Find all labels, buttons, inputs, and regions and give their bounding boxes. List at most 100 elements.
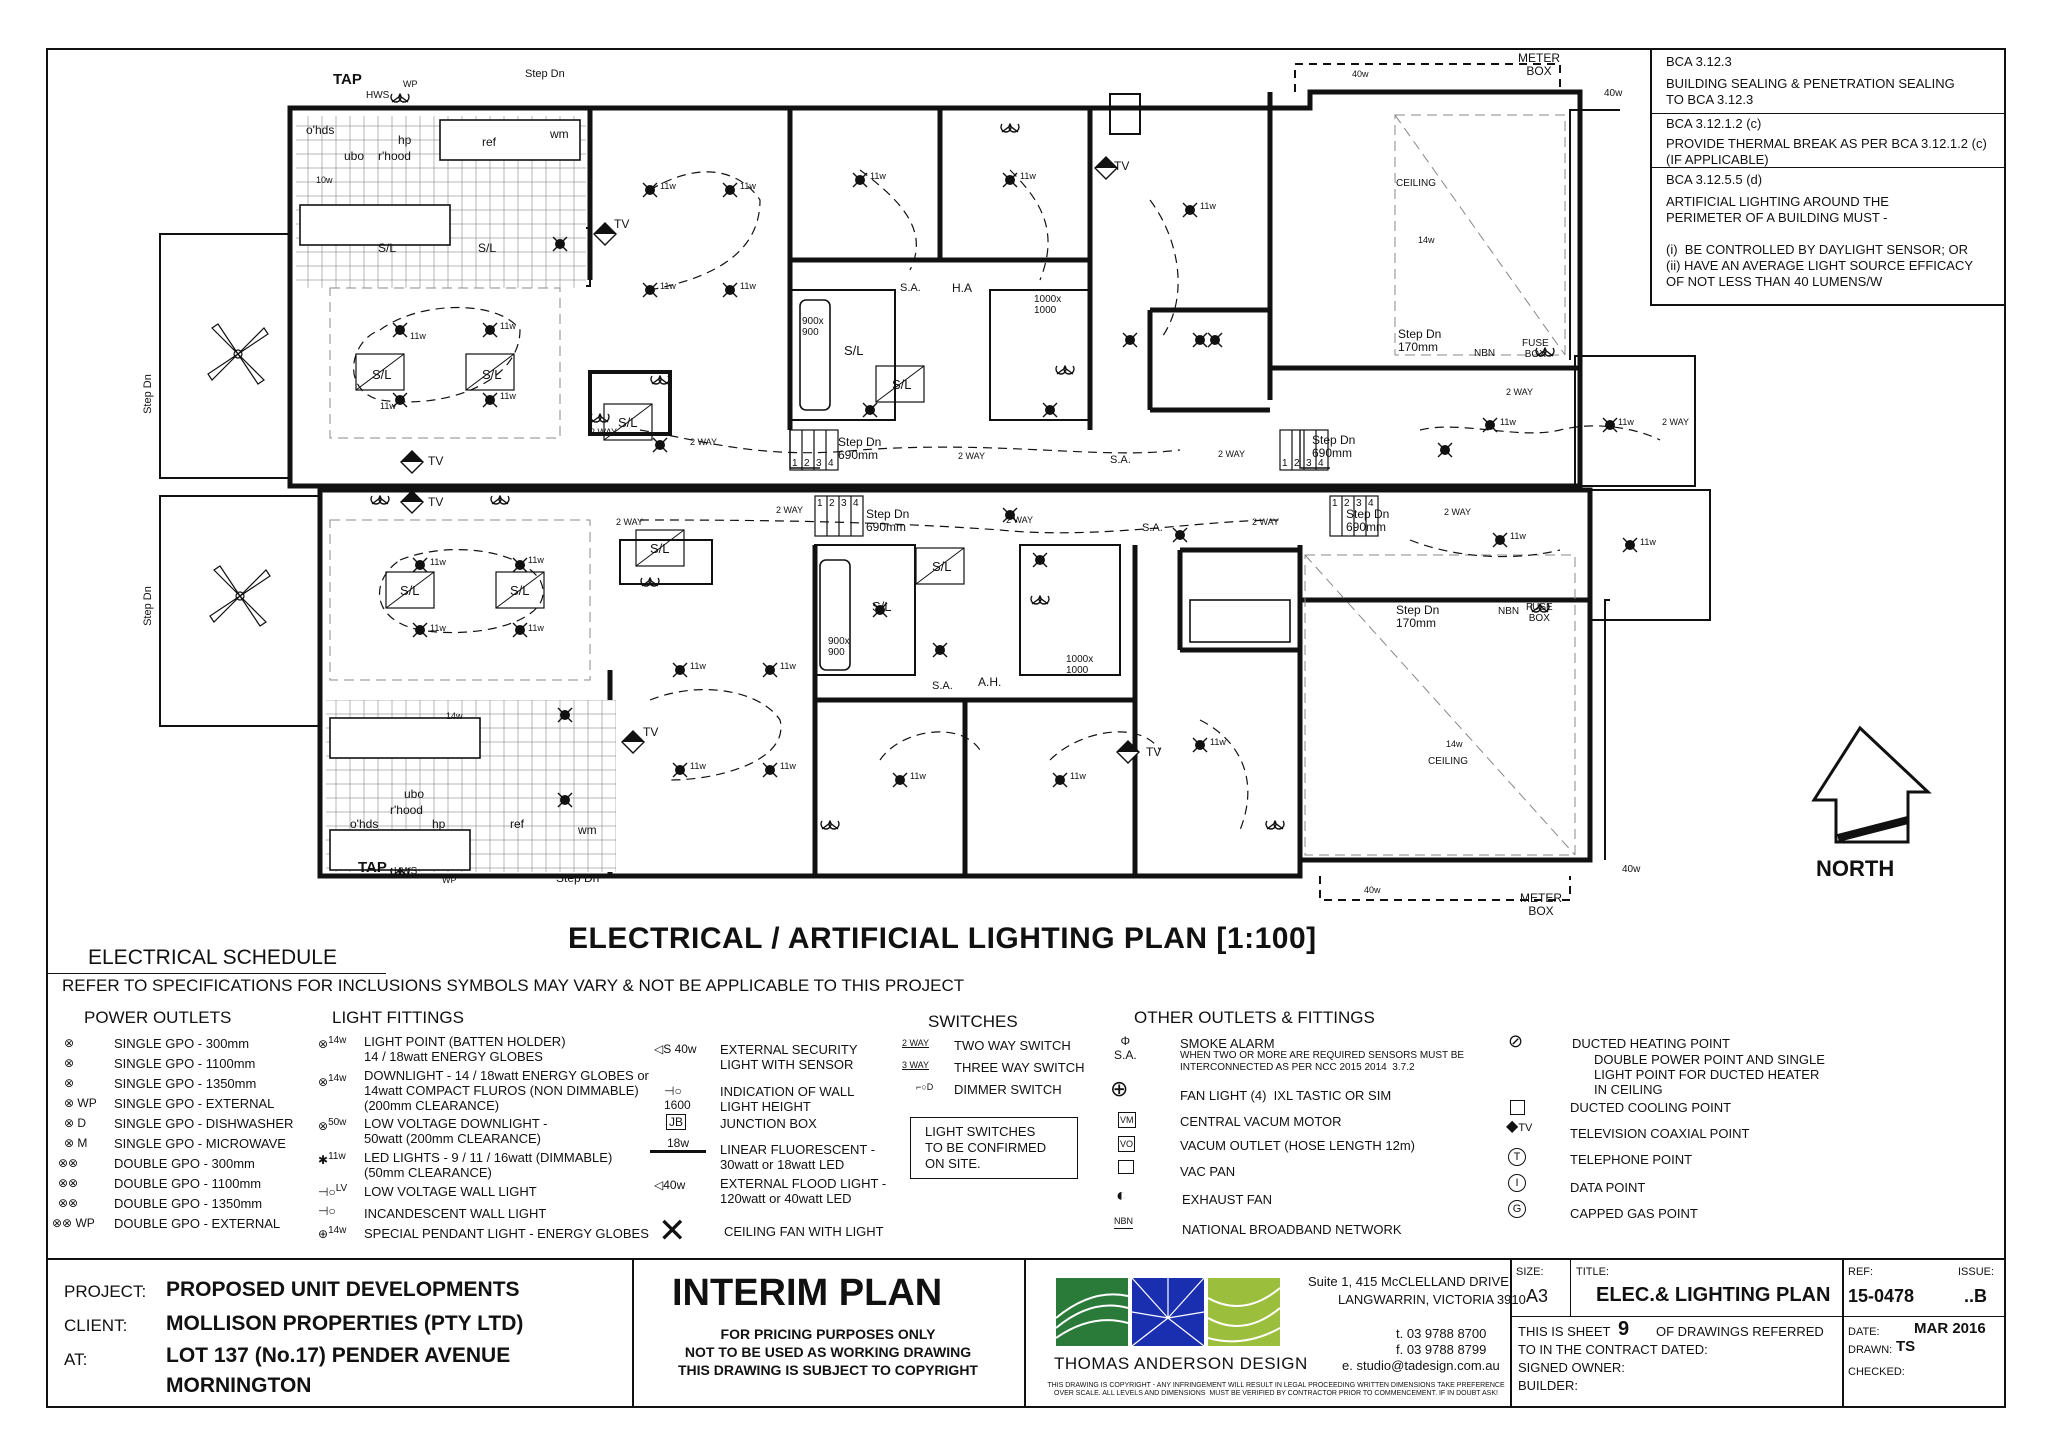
firm-name: THOMAS ANDERSON DESIGN <box>1054 1354 1308 1373</box>
schedule-note: REFER TO SPECIFICATIONS FOR INCLUSIONS S… <box>62 976 965 995</box>
note-body: BUILDING SEALING & PENETRATION SEALING T… <box>1666 76 1955 107</box>
signed-owner: SIGNED OWNER: <box>1518 1360 1625 1375</box>
light-wattage: 11w <box>1618 417 1634 427</box>
interim-line-2: NOT TO BE USED AS WORKING DRAWING <box>684 1344 972 1360</box>
step-dn-690-label: Step Dn 690mm <box>1312 433 1356 461</box>
switch-tag: D <box>926 1082 934 1092</box>
light-fitting-item: LIGHT POINT (BATTEN HOLDER) 14 / 18watt … <box>364 1034 566 1064</box>
nbn-label: NBN <box>1498 606 1520 617</box>
other-outlet-item: FAN LIGHT (4) IXL TASTIC OR SIM <box>1180 1088 1392 1103</box>
tv-label: TV <box>428 495 444 509</box>
step-dn-170-label: Step Dn 170mm <box>1398 327 1442 355</box>
sensor-light-label: S/L <box>892 377 912 392</box>
stair-number: 2 <box>804 458 810 469</box>
gas-point-icon: G <box>1508 1200 1526 1218</box>
stair-number: 3 <box>1356 498 1362 509</box>
meter-box-label: METER BOX <box>1518 51 1560 79</box>
drawing-title: ELECTRICAL / ARTIFICIAL LIGHTING PLAN [1… <box>568 922 1317 955</box>
security-light-wattage: 40w <box>1604 88 1623 99</box>
light-point-icon: ⊗14w <box>318 1035 347 1051</box>
switches-note: LIGHT SWITCHES TO BE CONFIRMED ON SITE. <box>910 1117 1078 1179</box>
firm-email: e. studio@tadesign.com.au <box>1342 1358 1500 1373</box>
power-outlet-item: SINGLE GPO - DISHWASHER <box>114 1116 294 1131</box>
light-fitting-item: SPECIAL PENDANT LIGHT - ENERGY GLOBES <box>364 1226 649 1241</box>
sensor-light-label: S/L <box>932 559 952 574</box>
gpo-icon: ⊗ <box>64 1076 75 1090</box>
light-wattage: 11w <box>1210 737 1226 747</box>
gpo-icon: ⊗ <box>64 1056 75 1070</box>
light-tag: 40w <box>663 1178 686 1192</box>
firm-address-2: LANGWARRIN, VICTORIA 3910 <box>1338 1292 1526 1307</box>
note-body: PROVIDE THERMAL BREAK AS PER BCA 3.12.1.… <box>1666 136 1987 167</box>
note-section: BCA 3.12.3 BUILDING SEALING & PENETRATIO… <box>1652 48 2006 114</box>
sa-label: S.A. <box>1142 522 1163 534</box>
ohds-label: o'hds <box>306 123 335 137</box>
ohds-label: o'hds <box>350 817 379 831</box>
light-wattage: 11w <box>660 281 676 291</box>
two-way-label: 2 WAY <box>776 505 804 515</box>
hws-label: HWS <box>366 90 390 101</box>
sensor-light-label: S/L <box>482 367 502 382</box>
step-dn-170-label: Step Dn 170mm <box>1396 603 1440 631</box>
dimmer-switch-icon: ⌐○D <box>916 1082 934 1092</box>
two-way-label: 2 WAY <box>1662 417 1690 427</box>
power-outlet-item: SINGLE GPO - 1100mm <box>114 1056 256 1071</box>
other-light-item: INDICATION OF WALL LIGHT HEIGHT <box>720 1084 855 1114</box>
sheet-size: A3 <box>1526 1286 1549 1306</box>
light-wattage: 14w <box>1446 739 1463 749</box>
light-wattage: 11w <box>780 761 796 771</box>
drawn-value: TS <box>1896 1338 1916 1355</box>
size-label: SIZE: <box>1516 1266 1544 1278</box>
gpo-tag: D <box>77 1116 87 1130</box>
light-wattage: 11w <box>380 401 396 411</box>
hws-label: HWS <box>394 866 418 877</box>
title-label: TITLE: <box>1576 1266 1610 1278</box>
sa-label: S.A. <box>932 680 953 692</box>
gpo-tag: WP <box>75 1216 95 1230</box>
divider <box>1842 1260 1844 1408</box>
firm-address-1: Suite 1, 415 McCLELLAND DRIVE <box>1308 1274 1509 1289</box>
gpo-tag: M <box>77 1136 88 1150</box>
light-wattage: 11w <box>1070 771 1086 781</box>
tv-point-icon: ◆TV <box>1506 1118 1533 1135</box>
shower-size-label: 900x 900 <box>828 636 850 658</box>
light-wattage: 11w <box>1020 171 1036 181</box>
two-way-label: 2 WAY <box>590 427 618 437</box>
two-way-label: 2 WAY <box>958 451 986 461</box>
other-outlet-item: SMOKE ALARM <box>1180 1036 1275 1051</box>
light-wattage: 11w <box>1640 537 1656 547</box>
gpo-icon: ⊗ <box>64 1036 75 1050</box>
stair-number: 1 <box>1332 498 1338 509</box>
rhood-label: r'hood <box>390 803 423 817</box>
light-wattage: 11w <box>870 171 886 181</box>
stair-number: 4 <box>1368 498 1374 509</box>
fitting-item: TELEVISION COAXIAL POINT <box>1570 1126 1750 1141</box>
firm-phone: t. 03 9788 8700 <box>1396 1326 1487 1341</box>
shower-size-label: 1000x 1000 <box>1066 654 1094 676</box>
sensor-light-label: S/L <box>844 343 864 358</box>
other-light-item: LINEAR FLUORESCENT - 30watt or 18watt LE… <box>720 1142 876 1172</box>
other-outlet-item: CENTRAL VACUM MOTOR <box>1180 1114 1342 1129</box>
fitting-item: TELEPHONE POINT <box>1570 1152 1693 1167</box>
fan-light-icon: ⊕ <box>1110 1076 1129 1101</box>
sensor-light-label: S/L <box>400 583 420 598</box>
telephone-point-icon: T <box>1508 1148 1526 1166</box>
power-outlet-item: SINGLE GPO - MICROWAVE <box>114 1136 286 1151</box>
wattage-tag: 50w <box>328 1117 347 1128</box>
sensor-light-label: S/L <box>378 241 397 255</box>
hp-label: hp <box>398 133 412 147</box>
schedule-title-underline <box>46 973 386 974</box>
ref-number: 15-0478 <box>1848 1286 1915 1306</box>
drawing-frame <box>46 48 2006 1408</box>
power-outlet-item: DOUBLE GPO - 1350mm <box>114 1196 263 1211</box>
address-line-2: MORNINGTON <box>166 1374 312 1397</box>
bca-notes-box: BCA 3.12.3 BUILDING SEALING & PENETRATIO… <box>1650 48 2006 306</box>
sheet-suffix: OF DRAWINGS REFERRED <box>1656 1324 1824 1339</box>
double-gpo-icon: ⊗⊗ WP <box>52 1216 95 1230</box>
step-dn-label: Step Dn <box>141 586 154 626</box>
two-way-label: 2 WAY <box>616 517 644 527</box>
light-wattage: 11w <box>1200 201 1216 211</box>
client-name: MOLLISON PROPERTIES (PTY LTD) <box>166 1312 524 1335</box>
tap-label: TAP <box>333 71 362 88</box>
stair-number: 1 <box>1282 458 1288 469</box>
